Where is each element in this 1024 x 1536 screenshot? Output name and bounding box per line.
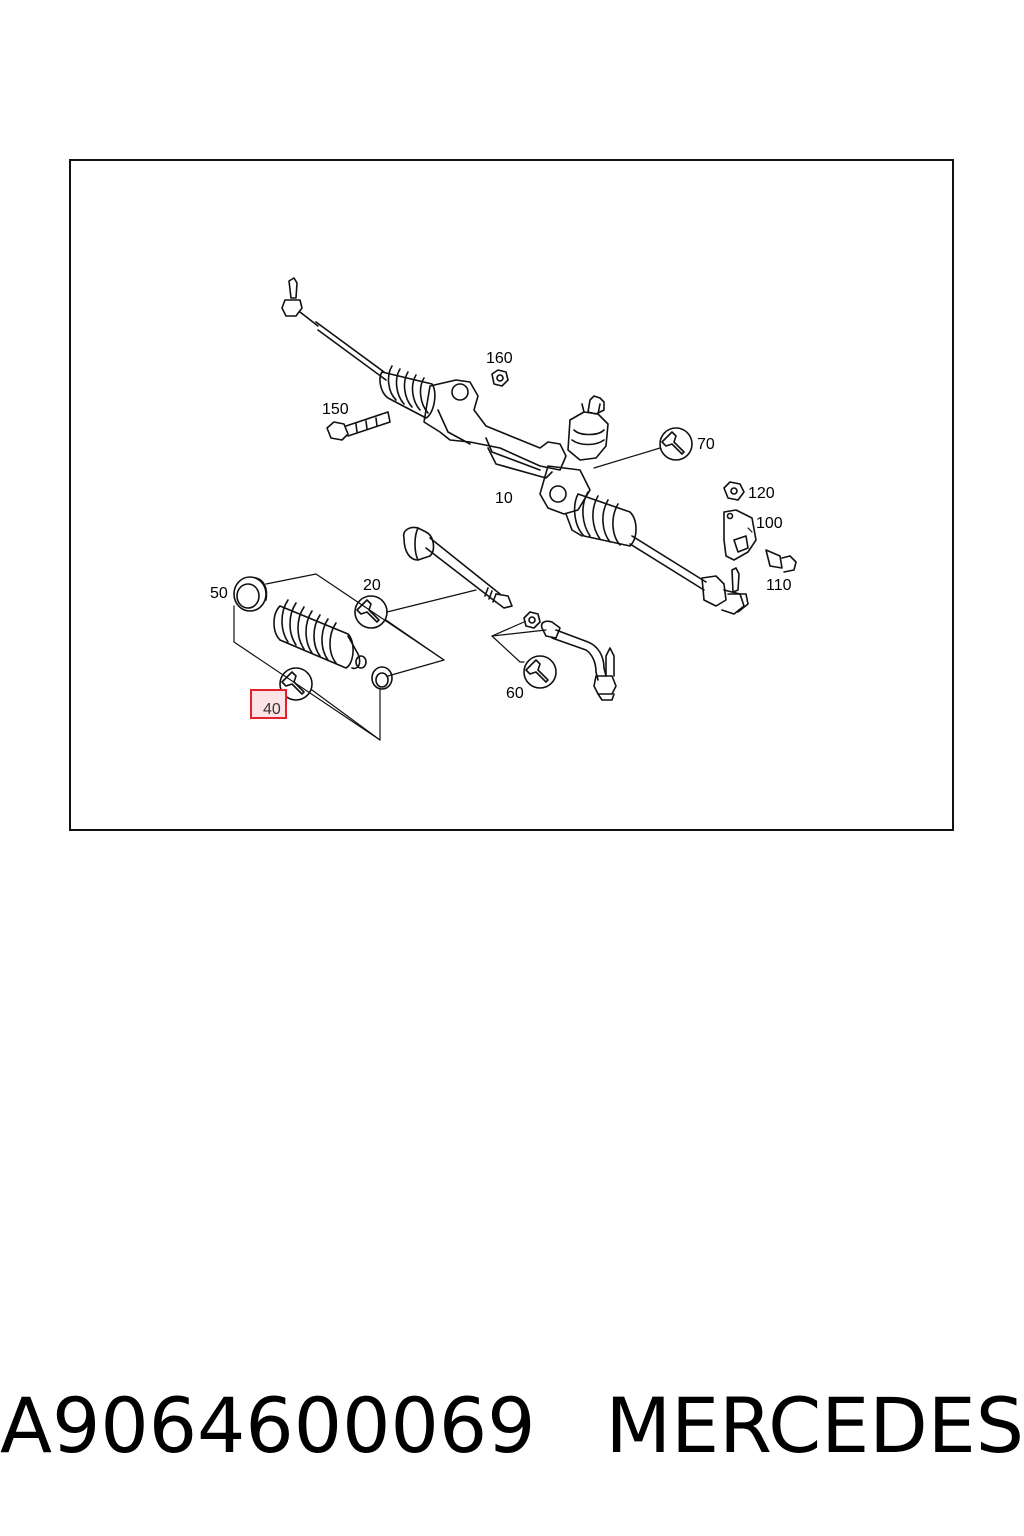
wrench-icon-40 [279, 667, 313, 701]
wrench-icon-20 [354, 595, 388, 629]
wrench-icon-70 [659, 427, 693, 461]
inner-tie-rod-20 [402, 526, 513, 609]
tie-rod-end-60 [523, 611, 617, 701]
bellows-40 [273, 599, 367, 670]
label-120: 120 [748, 485, 775, 502]
label-150: 150 [322, 401, 349, 418]
caption: A9064600069 MERCEDES [0, 1370, 1024, 1480]
bolt-110 [765, 549, 797, 573]
bracket-100 [723, 509, 757, 561]
label-110: 110 [766, 577, 792, 594]
nut-160 [491, 369, 509, 387]
steering-rack-assembly [281, 277, 749, 615]
bolt-150 [326, 411, 391, 441]
nut-120 [723, 481, 745, 501]
label-100: 100 [756, 515, 783, 532]
label-40: 40 [263, 701, 281, 718]
highlight-box-40 [250, 689, 287, 719]
clamp-50 [233, 576, 268, 612]
label-20: 20 [363, 577, 381, 594]
label-60: 60 [506, 685, 524, 702]
part-number: A9064600069 [0, 1380, 536, 1470]
leader-lines [233, 447, 753, 741]
brand-name: MERCEDES [605, 1380, 1024, 1470]
label-50: 50 [210, 585, 228, 602]
label-160: 160 [486, 350, 513, 367]
diagram-frame [69, 159, 954, 831]
label-70: 70 [697, 436, 715, 453]
wrench-icon-60 [523, 655, 557, 689]
small-clamp [371, 666, 393, 690]
part-labels: 160 150 70 120 10 100 110 20 50 60 40 [210, 350, 792, 719]
label-10: 10 [495, 490, 513, 507]
